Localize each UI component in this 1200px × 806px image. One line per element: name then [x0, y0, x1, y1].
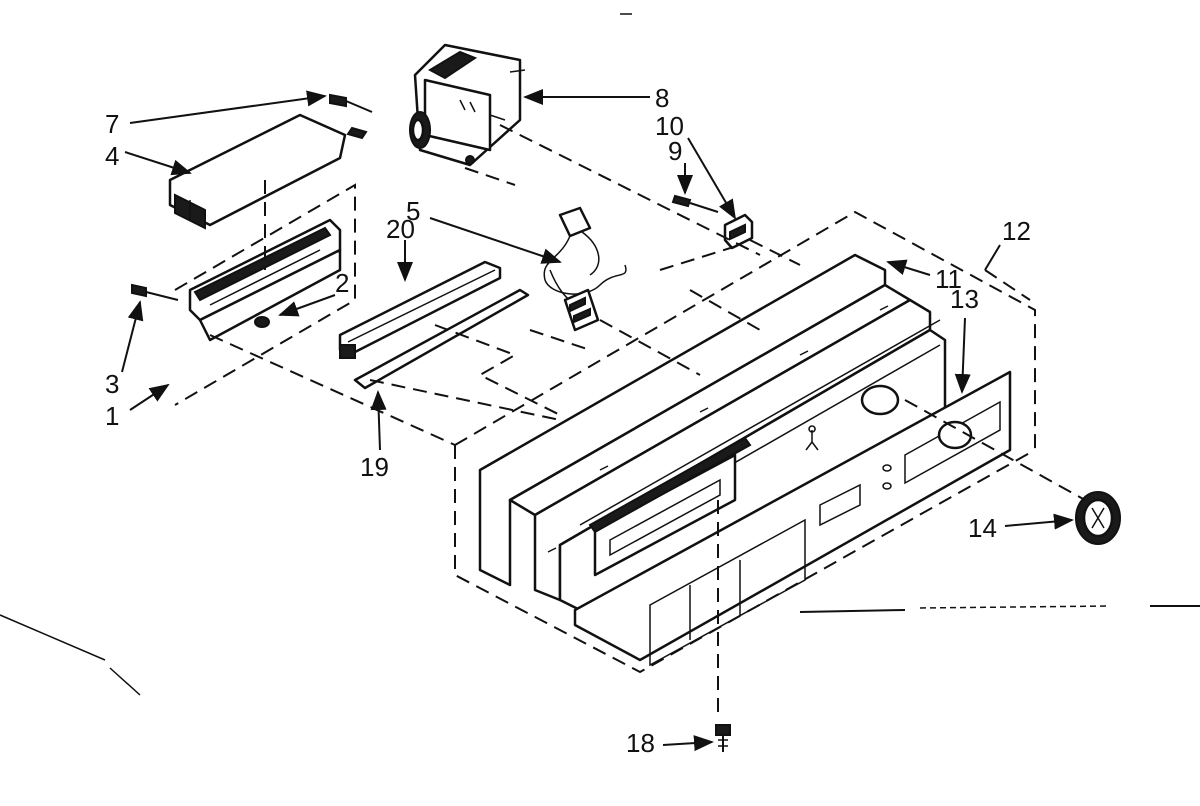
label-12: 12 [1002, 216, 1031, 246]
label-19: 19 [360, 452, 389, 482]
scan-marks [0, 13, 1200, 696]
label-2: 2 [335, 268, 349, 298]
label-4: 4 [105, 141, 119, 171]
label-13: 13 [950, 284, 979, 314]
screws [131, 93, 719, 301]
timer-motor [409, 43, 526, 167]
knob [1075, 491, 1121, 545]
label-5: 5 [406, 196, 420, 226]
label-3: 3 [105, 369, 119, 399]
label-7: 7 [105, 109, 119, 139]
label-10: 10 [655, 111, 684, 141]
label-1: 1 [105, 401, 119, 431]
label-18: 18 [626, 728, 655, 758]
bottom-screw [715, 724, 731, 752]
label-20: 20 [386, 214, 415, 244]
label-9: 9 [668, 136, 682, 166]
label-14: 14 [968, 513, 997, 543]
control-panel-overlay [573, 370, 1012, 667]
rail [338, 260, 502, 359]
leader-lines [121, 89, 1074, 752]
part-labels: 7 4 8 10 9 5 20 2 3 1 19 12 11 13 14 18 [105, 83, 1031, 758]
console-panel-layers [478, 253, 947, 612]
assembly-guides [209, 124, 1086, 720]
console-boundary [454, 210, 1036, 674]
wire-harness [543, 206, 627, 332]
timer-cover [168, 113, 347, 230]
strip [353, 288, 530, 390]
label-8: 8 [655, 83, 669, 113]
clip [723, 213, 754, 250]
label-11: 11 [935, 264, 962, 294]
